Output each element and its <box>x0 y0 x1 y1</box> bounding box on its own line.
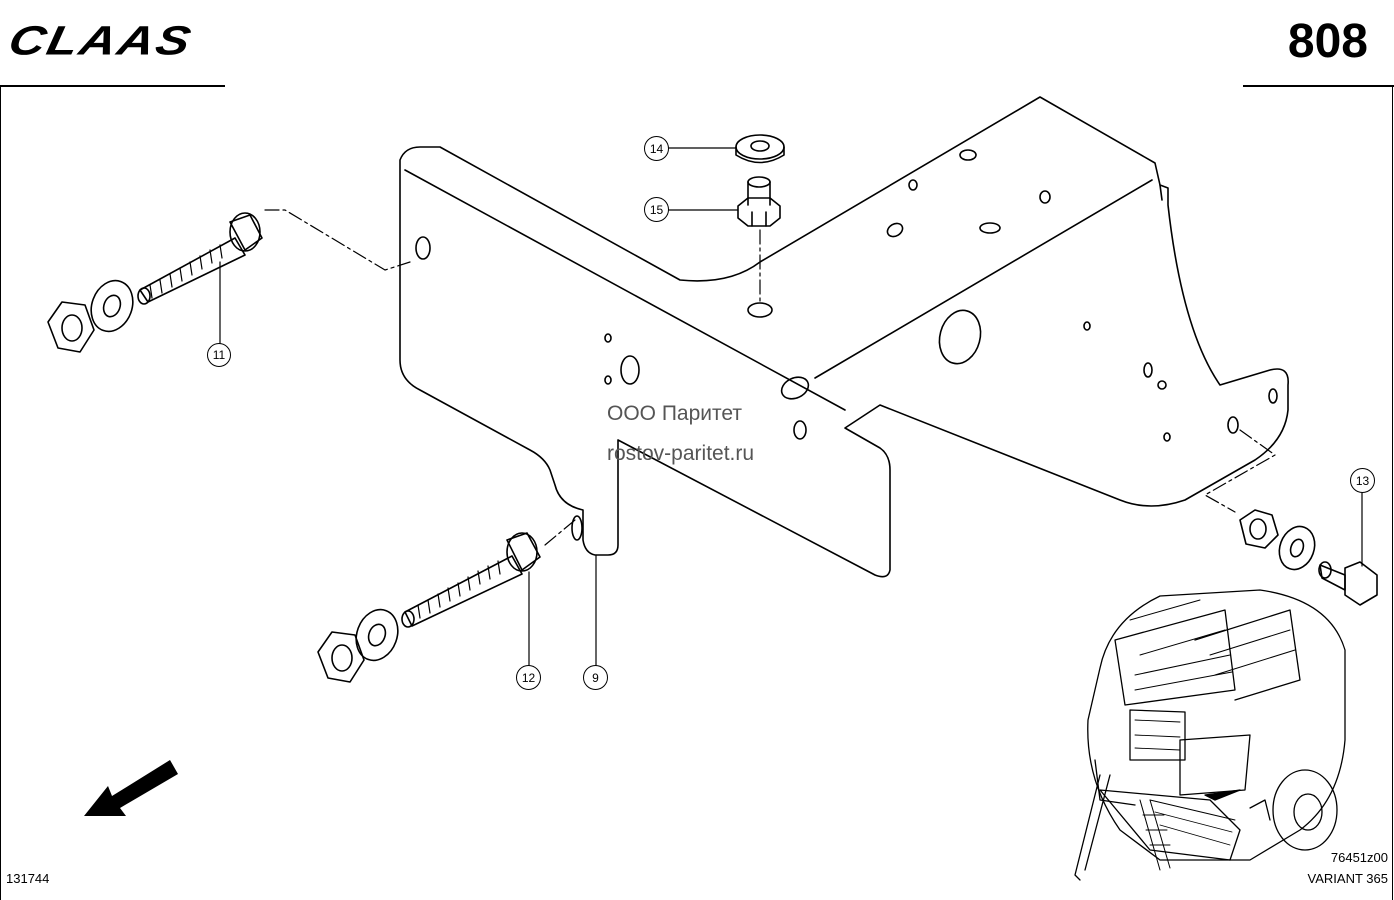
bolt-lower-left <box>401 532 541 628</box>
baler-machine-illustration <box>1074 589 1346 881</box>
washer-top <box>735 134 785 164</box>
header-rule-right <box>1243 85 1394 87</box>
washer-right <box>1278 525 1316 571</box>
direction-arrow-icon <box>84 760 178 816</box>
callout-11: 11 <box>207 343 231 367</box>
callout-15: 15 <box>644 197 669 222</box>
stud-bolt-top <box>737 176 781 227</box>
watermark-url: rostov-paritet.ru <box>607 442 755 465</box>
callout-label: 13 <box>1355 473 1370 488</box>
frame-right <box>1392 86 1393 900</box>
callout-label: 15 <box>649 202 664 217</box>
nut-upper-left <box>47 301 95 353</box>
callout-9: 9 <box>583 665 608 690</box>
mounting-bracket <box>399 96 1289 578</box>
frame-left <box>0 86 1 900</box>
nut-right <box>1239 509 1279 549</box>
header-rule-left <box>0 85 225 87</box>
bolt-upper-left <box>137 212 263 305</box>
drawing-id: 131744 <box>6 871 50 886</box>
page-number: 808 <box>1287 15 1368 68</box>
washer-lower-left <box>355 608 399 662</box>
callout-label: 12 <box>521 670 536 685</box>
callout-label: 14 <box>649 141 664 156</box>
assembly-centerlines <box>264 209 1276 546</box>
callout-13: 13 <box>1350 468 1375 493</box>
callout-12: 12 <box>516 665 541 690</box>
callout-label: 11 <box>212 348 226 362</box>
callout-label: 9 <box>592 670 599 685</box>
watermark-company: ООО Паритет <box>607 402 743 425</box>
image-code: 76451z00 <box>1330 850 1388 865</box>
machine-model: VARIANT 365 <box>1307 871 1388 886</box>
callout-14: 14 <box>644 136 669 161</box>
bolt-right <box>1318 561 1378 606</box>
washer-upper-left <box>90 279 134 333</box>
callout-leaders <box>219 147 1363 666</box>
nut-lower-left <box>317 631 365 683</box>
